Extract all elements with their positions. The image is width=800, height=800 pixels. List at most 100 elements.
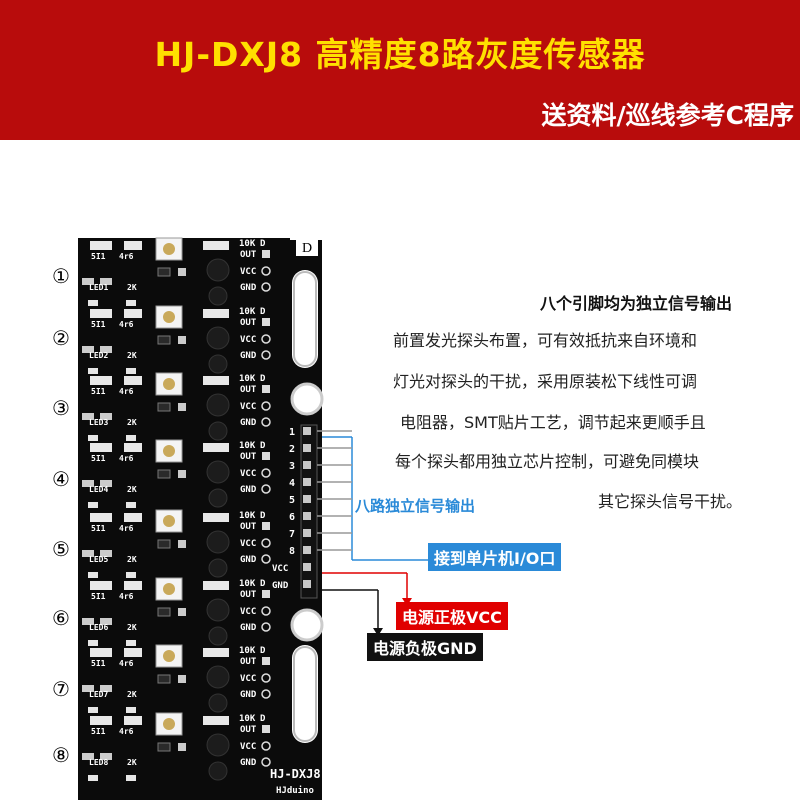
header-pin-2 xyxy=(303,444,311,452)
svg-text:GND: GND xyxy=(240,758,257,768)
header-pin-8 xyxy=(303,546,311,554)
pin-label-10: GND xyxy=(272,581,289,591)
svg-text:D: D xyxy=(260,441,266,451)
header-pin-7 xyxy=(303,529,311,537)
svg-text:LED4: LED4 xyxy=(89,485,108,494)
description-title: 八个引脚均为独立信号输出 xyxy=(540,294,733,313)
pin-label-8: 8 xyxy=(289,546,295,557)
pin-label-2: 2 xyxy=(289,444,295,455)
svg-text:D: D xyxy=(260,307,266,317)
svg-text:5I1: 5I1 xyxy=(91,252,106,261)
channel-number-5: ⑤ xyxy=(52,537,70,561)
svg-text:LED2: LED2 xyxy=(89,351,108,360)
svg-text:GND: GND xyxy=(240,555,257,565)
svg-text:OUT: OUT xyxy=(240,725,257,735)
channel-number-7: ⑦ xyxy=(52,677,70,701)
svg-text:10K: 10K xyxy=(239,374,256,384)
svg-text:2K: 2K xyxy=(127,283,137,292)
channel-number-2: ② xyxy=(52,326,70,350)
svg-text:OUT: OUT xyxy=(240,318,257,328)
mount-hole-top xyxy=(290,382,324,416)
svg-text:GND: GND xyxy=(240,485,257,495)
channel-number-8: ⑧ xyxy=(52,743,70,767)
svg-text:VCC: VCC xyxy=(240,674,256,684)
svg-text:2K: 2K xyxy=(127,351,137,360)
svg-text:LED6: LED6 xyxy=(89,623,108,632)
svg-text:OUT: OUT xyxy=(240,385,257,395)
svg-text:10K: 10K xyxy=(239,441,256,451)
svg-text:GND: GND xyxy=(240,418,257,428)
pin-label-6: 6 xyxy=(289,512,295,523)
channel-number-4: ④ xyxy=(52,467,70,491)
svg-text:4r6: 4r6 xyxy=(119,320,134,329)
svg-text:5I1: 5I1 xyxy=(91,524,106,533)
svg-text:2K: 2K xyxy=(127,555,137,564)
svg-text:2K: 2K xyxy=(127,690,137,699)
svg-text:4r6: 4r6 xyxy=(119,659,134,668)
svg-text:OUT: OUT xyxy=(240,590,257,600)
channel-number-6: ⑥ xyxy=(52,606,70,630)
svg-text:GND: GND xyxy=(240,351,257,361)
svg-text:LED8: LED8 xyxy=(89,758,108,767)
page-subtitle: 送资料/巡线参考C程序 xyxy=(541,101,794,130)
channel-number-1: ① xyxy=(52,264,70,288)
svg-text:OUT: OUT xyxy=(240,250,257,260)
pcb-board xyxy=(78,238,322,800)
svg-text:VCC: VCC xyxy=(240,335,256,345)
svg-text:LED5: LED5 xyxy=(89,555,108,564)
mount-hole-bottom xyxy=(290,608,324,642)
svg-text:GND: GND xyxy=(240,623,257,633)
svg-text:2K: 2K xyxy=(127,418,137,427)
pin-label-1: 1 xyxy=(289,427,295,438)
svg-text:4r6: 4r6 xyxy=(119,387,134,396)
svg-text:LED1: LED1 xyxy=(89,283,108,292)
vcc-wire xyxy=(322,572,408,600)
svg-text:VCC: VCC xyxy=(240,539,256,549)
page-title: HJ-DXJ8 高精度8路灰度传感器 xyxy=(154,35,646,74)
svg-text:VCC: VCC xyxy=(240,607,256,617)
svg-text:2K: 2K xyxy=(127,485,137,494)
svg-text:4r6: 4r6 xyxy=(119,592,134,601)
channel-number-3: ③ xyxy=(52,396,70,420)
signal-output-label: 八路独立信号输出 xyxy=(355,497,476,515)
svg-text:5I1: 5I1 xyxy=(91,659,106,668)
pin-label-9: VCC xyxy=(272,564,288,574)
svg-text:5I1: 5I1 xyxy=(91,454,106,463)
mount-slot-top xyxy=(292,270,318,368)
svg-text:OUT: OUT xyxy=(240,657,257,667)
svg-text:10K: 10K xyxy=(239,307,256,317)
svg-text:D: D xyxy=(260,511,266,521)
gnd-label: 电源负极GND xyxy=(367,633,483,661)
description-line-4: 每个探头都用独立芯片控制，可避免同模块 xyxy=(395,452,700,471)
description-line-1: 前置发光探头布置，可有效抵抗来自环境和 xyxy=(393,331,698,350)
svg-text:4r6: 4r6 xyxy=(119,524,134,533)
header-pins xyxy=(303,427,311,588)
pin-label-4: 4 xyxy=(289,478,295,489)
svg-text:OUT: OUT xyxy=(240,452,257,462)
svg-text:VCC: VCC xyxy=(240,267,256,277)
description-line-5: 其它探头信号干扰。 xyxy=(598,492,743,511)
svg-text:VCC: VCC xyxy=(240,402,256,412)
header-banner xyxy=(0,0,800,140)
header-pin-5 xyxy=(303,495,311,503)
pin-label-3: 3 xyxy=(289,461,295,472)
pin-label-5: 5 xyxy=(289,495,295,506)
svg-text:10K: 10K xyxy=(239,511,256,521)
svg-text:LED3: LED3 xyxy=(89,418,108,427)
vcc-label: 电源正极VCC xyxy=(396,602,508,630)
header-pin-6 xyxy=(303,512,311,520)
header-pin-3 xyxy=(303,461,311,469)
svg-text:5I1: 5I1 xyxy=(91,320,106,329)
svg-text:D: D xyxy=(260,714,266,724)
svg-text:4r6: 4r6 xyxy=(119,252,134,261)
